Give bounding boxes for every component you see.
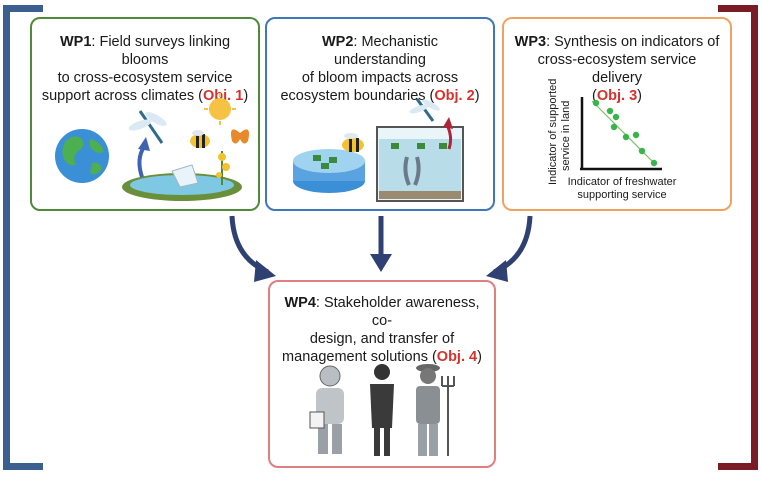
wp1-illustration bbox=[55, 93, 249, 201]
beekeeper-icon bbox=[309, 365, 344, 454]
wp1-text-line2: to cross-ecosystem service bbox=[57, 70, 233, 86]
wp4-objective: Obj. 4 bbox=[436, 349, 478, 365]
butterfly-icon bbox=[231, 129, 249, 144]
wp1-code: WP1 bbox=[59, 34, 92, 50]
chart-point bbox=[592, 99, 600, 107]
wp2-text-line1: : Mechanistic understanding bbox=[334, 34, 439, 68]
businessperson-icon bbox=[370, 364, 394, 456]
aquarium-icon bbox=[376, 126, 464, 202]
wp2-objective: Obj. 2 bbox=[434, 88, 475, 104]
wp3-description: WP3: Synthesis on indicators of cross-ec… bbox=[504, 33, 730, 105]
wp1-box: WP1: Field surveys linking blooms to cro… bbox=[30, 17, 260, 211]
chart-point bbox=[638, 147, 646, 155]
wp1-description: WP1: Field surveys linking blooms to cro… bbox=[32, 33, 258, 105]
chart-point bbox=[606, 107, 614, 115]
dragonfly-icon bbox=[128, 110, 167, 144]
left-bracket bbox=[3, 5, 43, 470]
bee-icon bbox=[342, 133, 364, 152]
farmer-icon bbox=[416, 364, 455, 456]
wp1-text-line1: : Field surveys linking blooms bbox=[91, 34, 231, 68]
wp3-text-line3: ( bbox=[592, 88, 597, 104]
wp1-flow-arrowhead bbox=[138, 137, 150, 151]
wp4-box: WP4: Stakeholder awareness, co- design, … bbox=[268, 280, 496, 468]
chart-y-label-1: Indicator of supported bbox=[547, 79, 559, 185]
chart-trend-line bbox=[591, 100, 657, 166]
stakeholder-illustration bbox=[309, 364, 455, 456]
dragonfly-icon bbox=[409, 98, 440, 122]
wp3-text-line2: cross-ecosystem service delivery bbox=[537, 52, 697, 86]
wp4-text-line3: management solutions ( bbox=[282, 349, 437, 365]
wp2-code: WP2 bbox=[321, 34, 354, 50]
wp1-text-line3: support across climates ( bbox=[41, 88, 204, 104]
wp4-description: WP4: Stakeholder awareness, co- design, … bbox=[270, 294, 494, 366]
wp4-text-line1: : Stakeholder awareness, co- bbox=[315, 295, 480, 329]
chart-point bbox=[632, 131, 640, 139]
sun-icon bbox=[204, 93, 236, 125]
wp1-objective: Obj. 1 bbox=[203, 88, 244, 104]
wp3-text-line1: : Synthesis on indicators of bbox=[546, 34, 720, 50]
wp4-text-line2: design, and transfer of bbox=[309, 331, 455, 347]
arrow-wp2-to-wp4-head bbox=[370, 254, 392, 272]
wp4-close-paren: ) bbox=[477, 349, 482, 365]
wp3-close-paren: ) bbox=[637, 88, 642, 104]
globe-icon bbox=[55, 129, 109, 183]
wp3-code: WP3 bbox=[514, 34, 547, 50]
wp1-close-paren: ) bbox=[243, 88, 249, 104]
wp2-illustration bbox=[293, 98, 464, 202]
chart-point bbox=[622, 133, 630, 141]
wp2-close-paren: ) bbox=[474, 88, 480, 104]
bee-icon bbox=[190, 130, 210, 148]
wp2-text-line2: of bloom impacts across bbox=[301, 70, 459, 86]
wp2-flow-arrowhead bbox=[443, 117, 453, 129]
wp3-objective: Obj. 3 bbox=[596, 88, 638, 104]
chart-y-label-2: service in land bbox=[560, 101, 572, 171]
chart-point bbox=[650, 159, 658, 167]
chart-point bbox=[612, 113, 620, 121]
arrow-wp3-to-wp4 bbox=[492, 215, 533, 275]
chart-point bbox=[610, 123, 618, 131]
wp2-description: WP2: Mechanistic understanding of bloom … bbox=[267, 33, 493, 105]
wp2-text-line3: ecosystem boundaries ( bbox=[280, 88, 435, 104]
chart-x-label-1: Indicator of freshwater bbox=[568, 176, 677, 188]
wp4-code: WP4 bbox=[284, 295, 316, 311]
right-bracket bbox=[718, 5, 758, 470]
arrow-wp3-to-wp4-head bbox=[486, 260, 508, 282]
petri-dish-icon bbox=[293, 149, 365, 193]
arrow-wp1-to-wp4-head bbox=[254, 260, 276, 282]
wp3-box: WP3: Synthesis on indicators of cross-ec… bbox=[502, 17, 732, 211]
wp3-mini-chart: Indicator of supported service in land I… bbox=[547, 79, 677, 201]
flower-icon bbox=[216, 151, 230, 185]
arrow-wp1-to-wp4 bbox=[229, 215, 270, 275]
wp2-box: WP2: Mechanistic understanding of bloom … bbox=[265, 17, 495, 211]
pond-icon bbox=[122, 164, 242, 201]
chart-x-label-2: supporting service bbox=[577, 189, 666, 201]
